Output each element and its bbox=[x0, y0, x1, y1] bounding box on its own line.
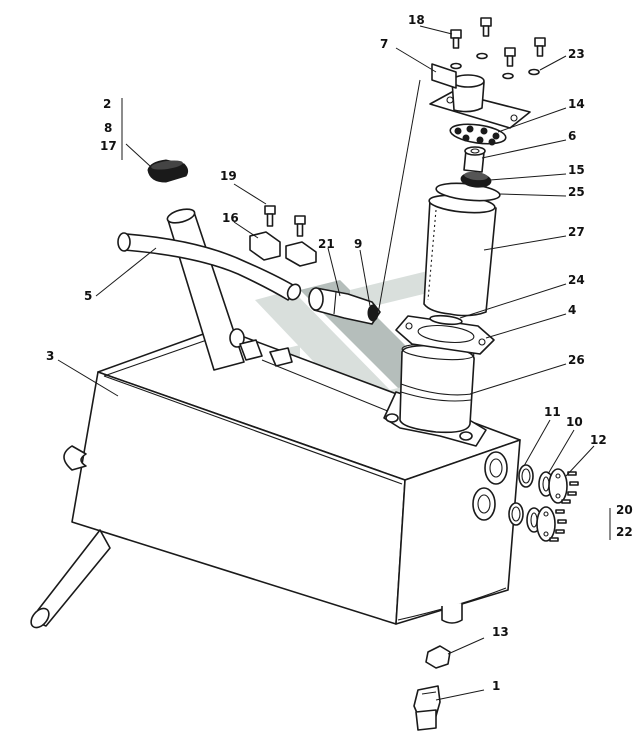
tank-vent-stub bbox=[63, 445, 87, 471]
perforated-plate bbox=[449, 123, 507, 146]
callout-1: 1 bbox=[492, 679, 500, 693]
callout-21: 21 bbox=[318, 237, 335, 251]
drain-plug-1 bbox=[413, 685, 441, 731]
callout-8: 8 bbox=[104, 121, 112, 135]
outlet-pipe bbox=[30, 529, 111, 629]
mesh-strainer bbox=[460, 171, 492, 188]
inlet-fitting bbox=[308, 287, 381, 325]
callout-19: 19 bbox=[220, 169, 237, 183]
gasket-24 bbox=[429, 314, 463, 326]
callout-20: 20 bbox=[616, 503, 633, 517]
callout-6: 6 bbox=[568, 129, 576, 143]
filter-cover bbox=[429, 63, 531, 129]
tube-6 bbox=[463, 146, 486, 173]
callout-15: 15 bbox=[568, 163, 585, 177]
callout-24: 24 bbox=[568, 273, 585, 287]
callout-23: 23 bbox=[568, 47, 585, 61]
callout-27: 27 bbox=[568, 225, 585, 239]
callout-25: 25 bbox=[568, 185, 585, 199]
bolts-18 bbox=[450, 17, 546, 67]
callout-26: 26 bbox=[568, 353, 585, 367]
callout-12: 12 bbox=[590, 433, 607, 447]
callout-9: 9 bbox=[354, 237, 362, 251]
callout-17: 17 bbox=[100, 139, 117, 153]
strap-clamps-assembled bbox=[239, 339, 396, 415]
drain-cap-13 bbox=[425, 645, 451, 669]
callout-2: 2 bbox=[103, 97, 111, 111]
callout-14: 14 bbox=[568, 97, 585, 111]
filter-housing bbox=[383, 343, 487, 447]
filter-element bbox=[423, 194, 497, 317]
bolts-19 bbox=[264, 205, 306, 237]
strap-clamps-16 bbox=[249, 231, 317, 267]
screws-20-22 bbox=[549, 471, 579, 542]
filler-cap bbox=[147, 159, 189, 183]
fuel-tank-body bbox=[71, 327, 521, 625]
callout-18: 18 bbox=[408, 13, 425, 27]
cover-plate-12 bbox=[536, 468, 568, 542]
axis-line bbox=[377, 79, 421, 315]
filter-flange bbox=[395, 315, 495, 355]
callout-3: 3 bbox=[46, 349, 54, 363]
leader-lines bbox=[57, 25, 611, 701]
callout-5: 5 bbox=[84, 289, 92, 303]
seal-ring-11 bbox=[508, 464, 534, 526]
callout-13: 13 bbox=[492, 625, 509, 639]
washers-23 bbox=[450, 52, 540, 80]
callout-4: 4 bbox=[568, 303, 576, 317]
connecting-hose bbox=[117, 232, 302, 301]
callout-7: 7 bbox=[380, 37, 388, 51]
callout-22: 22 bbox=[616, 525, 633, 539]
callout-10: 10 bbox=[566, 415, 583, 429]
tank-side-ports bbox=[472, 451, 508, 521]
callout-11: 11 bbox=[544, 405, 561, 419]
callout-16: 16 bbox=[222, 211, 239, 225]
